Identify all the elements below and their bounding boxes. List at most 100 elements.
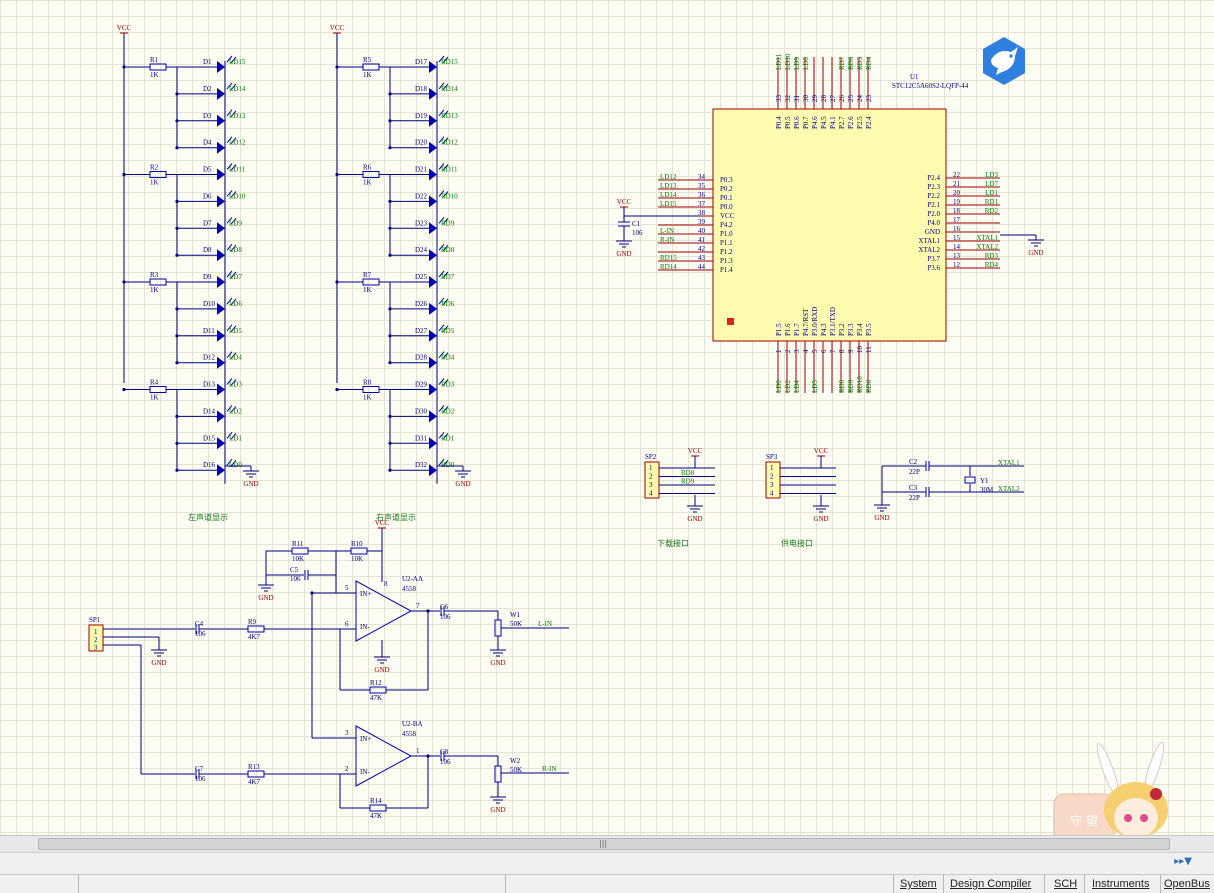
- net-label: LD0: [775, 380, 783, 393]
- led-net-label: RD5: [441, 327, 455, 335]
- led-emission-arrow: [226, 55, 233, 63]
- net-label: LD1: [985, 189, 998, 197]
- resistor-ref: R6: [363, 164, 372, 172]
- panel-tab-openbus[interactable]: OpenBus: [1164, 878, 1210, 890]
- junction-dot: [175, 119, 179, 123]
- pin-number: 24: [856, 95, 864, 103]
- diode-ref: D5: [203, 166, 212, 174]
- led-net-label: LD5: [229, 327, 242, 335]
- panel-tab-sch[interactable]: SCH: [1054, 878, 1078, 890]
- anime-mascot-icon: 守 望: [1053, 741, 1168, 852]
- led-emission-arrow: [226, 136, 233, 144]
- pin-number: 41: [698, 236, 706, 244]
- net-label: L-IN: [538, 620, 552, 628]
- pin-name: P1.5: [775, 323, 783, 336]
- resistor-ref: R10: [351, 540, 363, 548]
- scrollbar-thumb[interactable]: |||: [38, 838, 1170, 850]
- pin-number: 30: [802, 95, 810, 103]
- led-symbol: [429, 464, 437, 477]
- led-emission-arrow: [230, 459, 237, 467]
- led-net-label: LD15: [229, 58, 246, 66]
- potentiometer-symbol: [494, 619, 502, 637]
- led-emission-arrow: [438, 378, 445, 385]
- panel-tab-system[interactable]: System: [900, 878, 937, 890]
- junction-dot: [388, 92, 392, 96]
- pin-name: XTAL1: [918, 237, 940, 245]
- led-emission-arrow: [230, 191, 237, 198]
- panel-tab-instruments[interactable]: Instruments: [1092, 878, 1150, 890]
- capacitor-ref: C2: [909, 458, 918, 466]
- led-symbol: [217, 356, 225, 369]
- opamp-symbol: [355, 725, 413, 787]
- net-label: LD15: [660, 200, 677, 208]
- pin-name: P4.2: [720, 221, 733, 229]
- led-emission-arrow: [226, 431, 233, 439]
- pin-name: P3.1/TXD: [829, 307, 837, 336]
- led-emission-arrow: [230, 217, 237, 225]
- pin-number: 35: [698, 182, 706, 190]
- led-net-label: LD1: [229, 434, 242, 442]
- pin-number: 12: [953, 261, 961, 269]
- pin-number: 6: [820, 349, 828, 353]
- connector-body: [88, 624, 104, 652]
- led-emission-arrow: [438, 216, 445, 224]
- status-bar: System Design Compiler SCH Instruments O…: [0, 874, 1214, 893]
- junction-dot: [175, 199, 179, 203]
- vcc-label: VCC: [814, 447, 829, 455]
- led-net-label: LD7: [229, 273, 242, 281]
- led-net-label: RD2: [441, 407, 455, 415]
- led-net-label: RD4: [441, 354, 455, 362]
- pin-name: P3.0/RXD: [811, 307, 819, 336]
- net-label: RD14: [660, 263, 677, 271]
- junction-dot: [175, 334, 179, 338]
- vcc-label: VCC: [375, 519, 390, 527]
- status-divider: [893, 875, 894, 893]
- panel-tab-design-compiler[interactable]: Design Compiler: [950, 878, 1032, 890]
- diode-ref: D10: [203, 300, 216, 308]
- resistor-value: 1K: [363, 71, 372, 79]
- gnd-label: GND: [243, 480, 258, 488]
- gnd-label: GND: [258, 594, 273, 602]
- pin-number: 28: [820, 95, 828, 103]
- led-symbol: [429, 141, 437, 154]
- diode-ref: D26: [415, 300, 428, 308]
- led-symbol: [429, 222, 437, 235]
- led-emission-arrow: [230, 406, 237, 413]
- led-net-label: LD6: [229, 300, 242, 308]
- junction-dot: [388, 414, 392, 418]
- led-symbol: [217, 61, 225, 73]
- resistor-symbol: [149, 171, 167, 178]
- pin-number: 38: [698, 209, 706, 217]
- horizontal-scrollbar[interactable]: |||: [0, 835, 1214, 852]
- led-emission-arrow: [438, 351, 445, 359]
- pin-name: VCC: [720, 212, 735, 220]
- led-emission-arrow: [226, 405, 233, 412]
- diode-ref: D13: [203, 381, 216, 389]
- pin-number: 31: [793, 95, 801, 103]
- resistor-value: 10K: [292, 555, 304, 563]
- pin-number: 40: [698, 227, 706, 235]
- opamp-input-label: IN+: [360, 590, 371, 598]
- led-net-label: RD15: [441, 58, 458, 66]
- vcc-label: VCC: [617, 198, 632, 206]
- resistor-ref: R3: [150, 271, 159, 279]
- pin-number: 42: [698, 245, 706, 253]
- net-label: LD5: [811, 380, 819, 393]
- status-divider: [943, 875, 944, 893]
- navigate-filter-icon[interactable]: ▸▸▼: [1174, 856, 1192, 867]
- net-label: LD4: [793, 380, 801, 393]
- net-label: RD6: [847, 56, 855, 70]
- gnd-label: GND: [813, 515, 828, 523]
- led-emission-arrow: [438, 190, 445, 197]
- net-label: RD2: [985, 207, 999, 215]
- pin-number: 1: [775, 349, 783, 353]
- junction-dot: [388, 441, 392, 445]
- net-label: LD13: [660, 182, 677, 190]
- pin-number: 15: [953, 234, 961, 242]
- led-emission-arrow: [230, 137, 237, 145]
- net-label: RD4: [865, 56, 873, 70]
- diode-ref: D19: [415, 112, 428, 120]
- pin-name: P2.4: [927, 174, 940, 182]
- mcu-ref: U1: [910, 73, 919, 81]
